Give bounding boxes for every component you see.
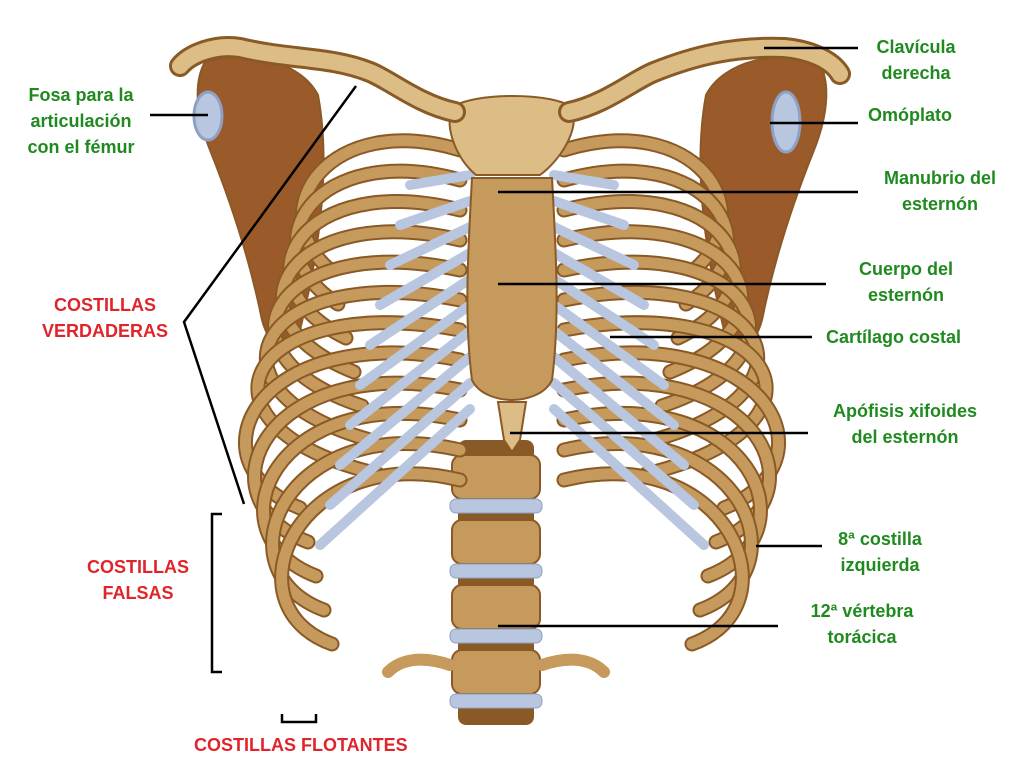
left-costal-cartilage	[549, 170, 619, 190]
manubrium	[448, 95, 575, 176]
right-costal-cartilage	[405, 170, 475, 190]
xiphoid-process	[496, 401, 528, 454]
intervertebral-disc	[449, 498, 543, 514]
label-cartilago-costal: Cartílago costal	[826, 327, 962, 347]
left-costal-cartilage	[549, 300, 669, 390]
left-costal-cartilage	[549, 404, 709, 550]
vertebra-body	[451, 584, 541, 630]
left-costal-cartilage	[549, 326, 679, 430]
left-costal-cartilage	[549, 378, 699, 510]
label-omoplato: Omóplato	[868, 105, 952, 125]
ribs-group	[238, 133, 786, 652]
left-rib	[558, 317, 772, 480]
bracket-costillas-falsas	[210, 512, 222, 674]
right-rib	[276, 226, 466, 378]
right-rib	[261, 286, 466, 446]
left-costal-cartilage	[549, 352, 689, 470]
right-costal-cartilage	[335, 352, 475, 470]
right-costal-cartilage	[325, 378, 475, 510]
left-costal-cartilage	[549, 222, 639, 270]
label-costillas-flotantes: COSTILLAS FLOTANTES	[194, 735, 408, 755]
intervertebral-disc	[449, 693, 543, 709]
left-costal-cartilage	[549, 248, 649, 310]
right-costal-cartilage	[365, 274, 475, 350]
right-costal-cartilage	[355, 300, 475, 390]
right-clavicle	[172, 39, 463, 120]
left-clavicle	[561, 39, 848, 120]
leader-lines	[150, 46, 858, 724]
bracket-costillas-flotantes	[280, 714, 318, 724]
right-costal-cartilage	[385, 222, 475, 270]
left-rib	[558, 226, 748, 378]
right-rib	[252, 317, 466, 480]
vertebra-body	[451, 649, 541, 695]
sternum-body	[466, 177, 558, 402]
thoracic-spine	[382, 440, 610, 725]
transverse-processes	[382, 653, 610, 678]
leader-costillas-verdaderas	[182, 85, 358, 505]
right-costal-cartilage	[315, 404, 475, 550]
sternum-group	[448, 95, 575, 454]
clavicles-group	[169, 36, 851, 123]
vertebra-body	[451, 519, 541, 565]
intervertebral-disc	[449, 563, 543, 579]
right-costal-cartilage	[345, 326, 475, 430]
left-costal-cartilage	[549, 196, 629, 230]
right-costal-cartilage	[375, 248, 475, 310]
right-costal-cartilage	[395, 196, 475, 230]
intervertebral-disc	[449, 628, 543, 644]
